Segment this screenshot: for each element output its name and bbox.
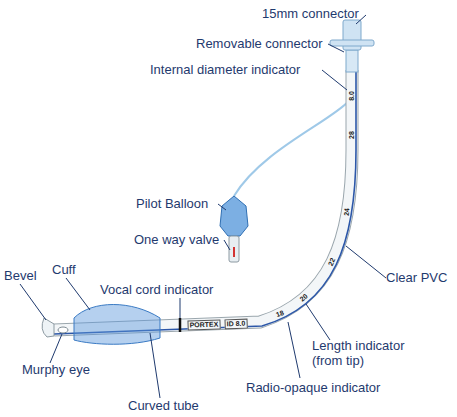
bevel-tip bbox=[42, 318, 54, 337]
part-label: 15mm connector bbox=[262, 6, 359, 21]
pilot-line bbox=[234, 100, 350, 196]
part-label: Clear PVC bbox=[386, 270, 447, 285]
part-label: Internal diameter indicator bbox=[150, 62, 300, 77]
brand-print: PORTEX bbox=[187, 319, 220, 330]
clear-pvc-tube bbox=[54, 70, 352, 330]
length-mark: 28 bbox=[348, 131, 356, 139]
part-label: Murphy eye bbox=[22, 362, 90, 377]
part-label: Removable connector bbox=[196, 36, 322, 51]
one-way-valve bbox=[229, 236, 239, 262]
cuff bbox=[74, 305, 160, 345]
valve-spring bbox=[233, 247, 235, 257]
removable-connector bbox=[346, 50, 358, 72]
radio-opaque-stripe bbox=[54, 70, 356, 334]
tube-outline bbox=[54, 70, 352, 330]
connector-flange bbox=[330, 40, 374, 46]
length-mark: 24 bbox=[343, 208, 352, 216]
part-label: Length indicator (from tip) bbox=[312, 338, 424, 368]
part-label: Pilot Balloon bbox=[136, 196, 208, 211]
part-label: Bevel bbox=[4, 268, 37, 283]
tube-print: ID 8.0 bbox=[224, 319, 247, 330]
vocal-cord-mark bbox=[179, 318, 182, 332]
murphy-eye bbox=[58, 327, 68, 333]
part-label: Radio-opaque indicator bbox=[246, 380, 380, 395]
part-label: One way valve bbox=[134, 232, 219, 247]
tube-print: 8.0 bbox=[348, 91, 356, 101]
pilot-balloon bbox=[220, 196, 248, 236]
part-label: Cuff bbox=[52, 262, 76, 277]
part-label: Vocal cord indicator bbox=[100, 282, 213, 297]
part-label: Curved tube bbox=[128, 398, 199, 413]
